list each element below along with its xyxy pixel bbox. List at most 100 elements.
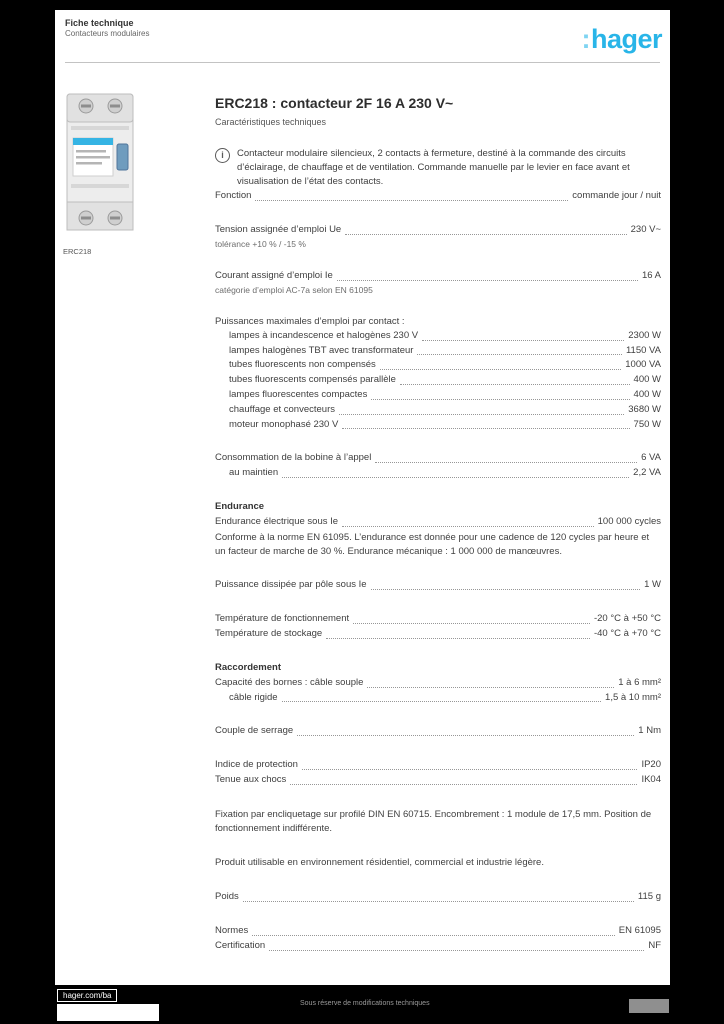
- dot-leader: [297, 735, 635, 737]
- spec-row: chauffage et convecteurs 3680 W: [215, 404, 661, 417]
- spec-row: Tension assignée d’emploi Ue 230 V~: [215, 224, 661, 237]
- spec-row: Couple de serrage 1 Nm: [215, 725, 661, 738]
- spec-label: câble rigide: [229, 691, 278, 703]
- dot-leader: [379, 369, 622, 371]
- spec-note: tolérance +10 % / -15 %: [215, 238, 306, 249]
- footer-right-box: [629, 999, 669, 1013]
- page-subtitle: Caractéristiques techniques: [215, 117, 327, 127]
- dot-leader: [417, 354, 622, 356]
- spec-label: tubes fluorescents non compensés: [229, 359, 376, 371]
- dot-leader: [336, 279, 638, 281]
- spec-label: Consommation de la bobine à l’appel: [215, 452, 372, 464]
- logo-wordmark: hager: [590, 24, 663, 54]
- dot-leader: [255, 200, 569, 202]
- dot-leader: [338, 413, 625, 415]
- spec-label: Puissance dissipée par pôle sous Ie: [215, 579, 367, 591]
- spec-value: 1 W: [644, 579, 661, 591]
- spec-row: Capacité des bornes : câble souple 1 à 6…: [215, 677, 661, 690]
- spec-row: lampes halogènes TBT avec transformateur…: [215, 345, 661, 358]
- dot-leader: [370, 589, 641, 591]
- endurance-paragraph: Conforme à la norme EN 61095. L’enduranc…: [215, 531, 650, 557]
- footer-website-link[interactable]: hager.com/ba: [57, 989, 118, 1002]
- spec-value: 1 Nm: [638, 725, 661, 737]
- spec-row: Certification NF: [215, 940, 661, 953]
- document-type: Fiche technique: [65, 18, 134, 28]
- spec-label: Courant assigné d’emploi Ie: [215, 269, 333, 281]
- dot-leader: [375, 462, 638, 464]
- spec-row: tubes fluorescents non compensés 1000 VA: [215, 359, 661, 372]
- dot-leader: [345, 233, 627, 235]
- product-photo-contactor: [66, 93, 134, 231]
- spec-value: commande jour / nuit: [572, 190, 661, 202]
- temperature-block: Température de fonctionnement -20 °C à +…: [215, 613, 661, 641]
- document-category: Contacteurs modulaires: [65, 29, 150, 39]
- intro-text: Contacteur modulaire silencieux, 2 conta…: [237, 148, 630, 187]
- spec-row: Température de fonctionnement -20 °C à +…: [215, 613, 661, 626]
- dot-leader: [242, 901, 634, 902]
- dot-leader: [342, 428, 630, 430]
- technical-data-column: ERC218 : contacteur 2F 16 A 230 V~ Carac…: [215, 95, 661, 963]
- product-image-column: ERC218: [59, 90, 209, 256]
- spec-row: Courant assigné d’emploi Ie 16 A: [215, 270, 661, 283]
- dot-leader: [353, 623, 590, 625]
- spec-row: Normes EN 61095: [215, 925, 661, 938]
- product-reference-caption: ERC218: [63, 247, 92, 256]
- standards-block: Normes EN 61095 Certification NF: [215, 925, 661, 953]
- spec-row: au maintien 2,2 VA: [215, 467, 661, 480]
- spec-row: moteur monophasé 230 V 750 W: [215, 419, 661, 432]
- torque-block: Couple de serrage 1 Nm: [215, 725, 661, 738]
- spec-value: EN 61095: [618, 925, 661, 936]
- page-title: ERC218 : contacteur 2F 16 A 230 V~: [215, 95, 454, 111]
- spec-label: moteur monophasé 230 V: [229, 418, 339, 430]
- spec-label: Température de fonctionnement: [215, 613, 350, 625]
- hager-logo: :hager: [581, 24, 662, 55]
- spec-row: Indice de protection IP20: [215, 759, 661, 772]
- spec-row: Fonction commande jour / nuit: [215, 190, 661, 203]
- dot-leader: [399, 383, 630, 385]
- spec-value: 1000 VA: [625, 359, 661, 371]
- spec-row: Endurance électrique sous Ie 100 000 cyc…: [215, 516, 661, 529]
- section-heading-connection: Raccordement: [215, 661, 281, 673]
- spec-value: 1 à 6 mm²: [618, 676, 661, 688]
- spec-label: au maintien: [229, 467, 279, 479]
- spec-label: tubes fluorescents compensés parallèle: [229, 374, 396, 386]
- spec-label: Fonction: [215, 190, 252, 202]
- spec-label: chauffage et convecteurs: [229, 403, 335, 415]
- spec-value: 400 W: [633, 388, 661, 400]
- power-ratings-block: Puissances maximales d’emploi par contac…: [215, 316, 661, 432]
- mounting-block: Fixation par encliquetage sur profilé DI…: [215, 808, 661, 836]
- spec-value: 230 V~: [630, 224, 661, 236]
- coil-block: Consommation de la bobine à l’appel 6 VA…: [215, 452, 661, 480]
- info-icon: i: [215, 148, 230, 163]
- dot-leader: [281, 701, 602, 703]
- header-divider: [65, 62, 660, 63]
- spec-row: lampes à incandescence et halogènes 230 …: [215, 330, 661, 343]
- dissipation-block: Puissance dissipée par pôle sous Ie 1 W: [215, 579, 661, 592]
- spec-value: 750 W: [633, 418, 661, 430]
- spec-note: catégorie d’emploi AC-7a selon EN 61095: [215, 284, 373, 295]
- spec-label: lampes fluorescentes compactes: [229, 388, 368, 400]
- spec-row: Température de stockage -40 °C à +70 °C: [215, 628, 661, 641]
- spec-row: Puissance dissipée par pôle sous Ie 1 W: [215, 579, 661, 592]
- weight-block: Poids 115 g: [215, 891, 661, 904]
- spec-label: lampes à incandescence et halogènes 230 …: [229, 329, 419, 341]
- spec-label: Couple de serrage: [215, 725, 294, 737]
- spec-label: lampes halogènes TBT avec transformateur: [229, 344, 414, 356]
- dot-leader: [269, 949, 645, 951]
- logo-colon-mark: :: [581, 24, 590, 54]
- spec-value: 2300 W: [628, 329, 661, 341]
- current-block: Courant assigné d’emploi Ie 16 A catégor…: [215, 270, 661, 295]
- environment-paragraph: Produit utilisable en environnement rési…: [215, 857, 544, 869]
- spec-value: -40 °C à +70 °C: [593, 628, 661, 640]
- spec-row: Tenue aux chocs IK04: [215, 774, 661, 787]
- spec-label: Température de stockage: [215, 628, 323, 640]
- spec-row: tubes fluorescents compensés parallèle 4…: [215, 374, 661, 387]
- spec-value: 1150 VA: [625, 344, 661, 356]
- protection-block: Indice de protection IP20 Tenue aux choc…: [215, 759, 661, 787]
- spec-label: Indice de protection: [215, 759, 298, 771]
- spec-value: NF: [648, 939, 661, 951]
- spec-label: Poids: [215, 891, 239, 903]
- dot-leader: [326, 637, 590, 639]
- spec-label: Capacité des bornes : câble souple: [215, 676, 364, 688]
- datasheet-page: Fiche technique Contacteurs modulaires :…: [55, 10, 670, 985]
